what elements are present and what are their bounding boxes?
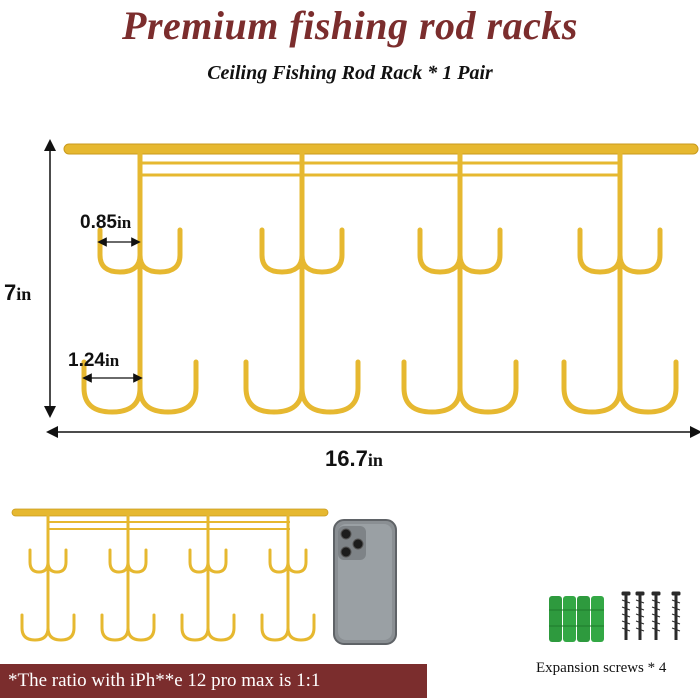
expansion-anchors [549, 596, 604, 642]
width-dimension-label: 16.7in [325, 446, 383, 471]
phone-image [333, 519, 397, 645]
screws [621, 591, 681, 640]
large-hook-dimension-label: 1.24in [68, 350, 120, 371]
height-dimension-label: 7in [4, 280, 32, 305]
phone-ratio-note: *The ratio with iPh**e 12 pro max is 1:1 [0, 664, 427, 698]
small-hook-dimension-label: 0.85in [80, 212, 132, 233]
page-title: Premium fishing rod racks [122, 3, 578, 48]
rack-second-unit [11, 508, 329, 642]
expansion-screws-label: Expansion screws * 4 [536, 660, 667, 676]
rack-hook-set [81, 147, 679, 415]
rack-top-plate [63, 143, 699, 155]
page-subtitle: Ceiling Fishing Rod Rack * 1 Pair [207, 62, 493, 84]
